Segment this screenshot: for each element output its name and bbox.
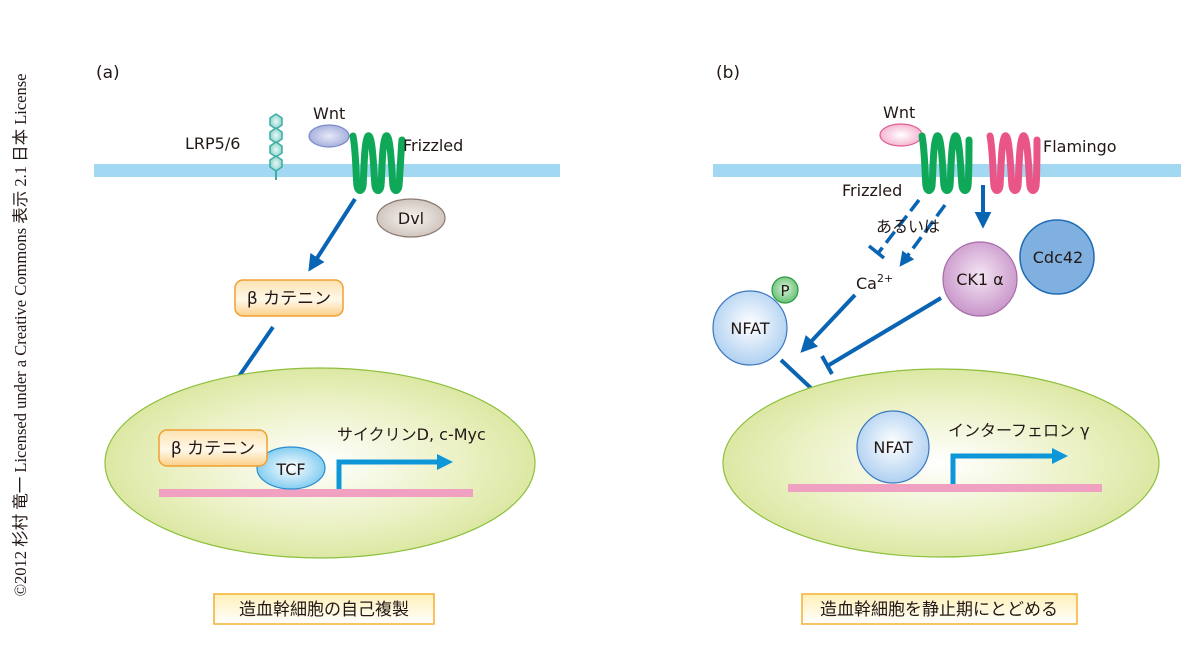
- tcf-label: TCF: [275, 460, 305, 479]
- dvl-label: Dvl: [398, 209, 424, 228]
- outcome-label-b: 造血幹細胞を静止期にとどめる: [820, 599, 1058, 620]
- frizzled-label: Frizzled: [403, 136, 463, 155]
- lrp-receptor-icon: [269, 113, 283, 180]
- phosphate-icon: [771, 276, 799, 304]
- ck1-label: CK1 α: [956, 270, 1003, 289]
- cell-membrane: [94, 164, 560, 177]
- dvl-protein-icon: [376, 198, 446, 238]
- outcome-label-a: 造血幹細胞の自己複製: [239, 599, 409, 620]
- nfat-protein-icon: [712, 290, 788, 366]
- dna-strand-b: [788, 484, 1102, 492]
- beta-catenin-nuclear-label: β カテニン: [171, 439, 255, 459]
- nfat-nuclear-protein-icon: [856, 410, 930, 484]
- outcome-box-a: 造血幹細胞の自己複製: [213, 593, 435, 625]
- beta-catenin-nuclear-box: β カテニン: [158, 429, 268, 467]
- inhibit-line-ck1: [820, 296, 943, 375]
- cell-membrane-b: [713, 164, 1181, 177]
- nucleus-b: [722, 368, 1160, 558]
- frizzled-receptor-icon: [349, 132, 406, 194]
- or-label: あるいは: [876, 217, 940, 236]
- cdc42-protein-icon: [1019, 219, 1095, 295]
- phosphate-label: P: [780, 282, 789, 300]
- arrow-frizzled-to-catenin: [308, 197, 357, 272]
- transcription-arrow-b: [950, 447, 1069, 484]
- tcf-protein-icon: [256, 446, 326, 490]
- target-gene-label-b: インターフェロン γ: [948, 421, 1090, 440]
- panel-b-label: (b): [716, 63, 740, 83]
- frizzled-receptor-icon-b: [918, 132, 973, 194]
- inhibit-line-frizzled-to-calcium: [867, 198, 921, 260]
- wnt-ligand-icon-b: [879, 123, 923, 147]
- frizzled-label-b: Frizzled: [842, 181, 902, 200]
- calcium-label: Ca2+: [856, 272, 893, 293]
- arrow-frizzled-to-calcium: [899, 203, 947, 267]
- flamingo-receptor-icon: [986, 132, 1041, 194]
- beta-catenin-label: β カテニン: [247, 289, 331, 309]
- panel-a: (a) LRP5/6 Wnt Frizzled Dvl: [94, 63, 560, 625]
- outcome-box-b: 造血幹細胞を静止期にとどめる: [801, 593, 1078, 625]
- lrp-label: LRP5/6: [185, 134, 240, 153]
- cdc42-label: Cdc42: [1033, 248, 1083, 267]
- nfat-label: NFAT: [730, 319, 769, 338]
- panel-a-label: (a): [96, 63, 120, 83]
- transcription-arrow-a: [336, 453, 454, 489]
- nfat-nuclear-label: NFAT: [873, 438, 912, 457]
- ck1-alpha-protein-icon: [942, 241, 1018, 317]
- arrow-calcium-to-nfat: [800, 293, 857, 353]
- dna-strand-a: [159, 489, 473, 497]
- target-genes-label: サイクリンD, c-Myc: [337, 425, 486, 444]
- flamingo-label: Flamingo: [1043, 137, 1117, 156]
- wnt-label-b: Wnt: [883, 103, 915, 122]
- panel-b: (b) Wnt Frizzled Flamingo あるいは Ca2+: [712, 63, 1181, 625]
- wnt-label: Wnt: [313, 104, 345, 123]
- beta-catenin-box: β カテニン: [234, 279, 344, 317]
- wnt-ligand-icon: [308, 124, 350, 148]
